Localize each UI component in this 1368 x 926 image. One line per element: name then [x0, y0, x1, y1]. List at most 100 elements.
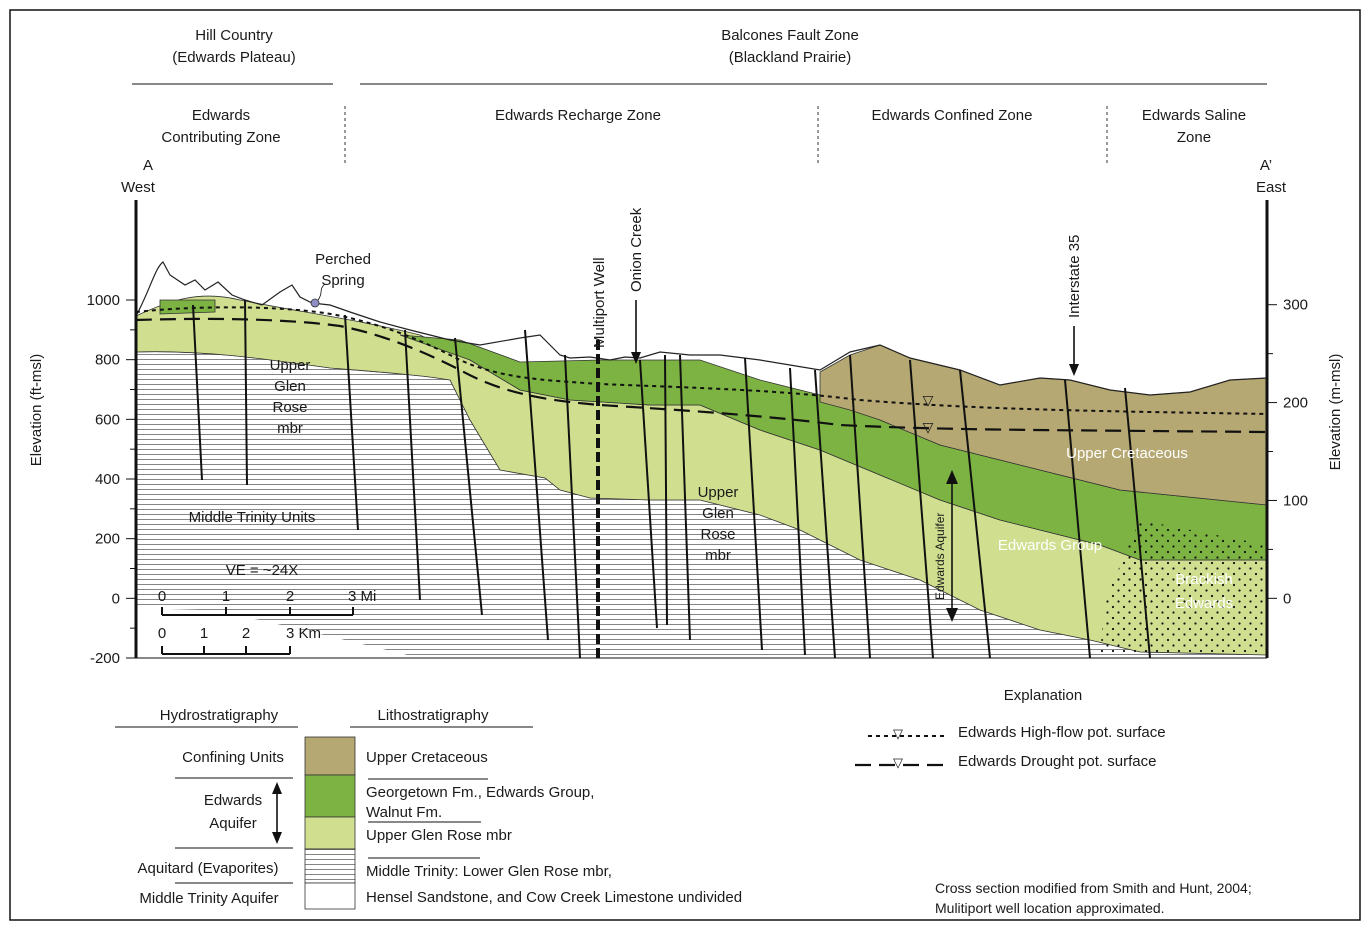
confined-zone-label: Edwards Confined Zone [872, 107, 1033, 124]
brackish-edwards-zone [1100, 520, 1267, 655]
drought-legend-label: Edwards Drought pot. surface [958, 753, 1156, 770]
high-flow-surface-line [136, 306, 1267, 415]
right-tick-label: 200 [1283, 395, 1308, 412]
edwards-aquifer-legend-2: Aquifer [209, 815, 257, 832]
perched-spring-leader [317, 283, 326, 301]
edwards-aquifer-legend-1: Edwards [204, 792, 262, 809]
svg-text:Glen: Glen [274, 378, 306, 395]
legend-georgetown-1: Georgetown Fm., Edwards Group, [366, 784, 594, 801]
middle-trinity-aquifer-label: Middle Trinity Aquifer [139, 890, 278, 907]
legend-arrow-down [272, 832, 282, 844]
left-tick-label: 1000 [87, 292, 120, 309]
right-axis-title: Elevation (m-msl) [1327, 354, 1344, 471]
edwards-group-section-label: Edwards Group [998, 537, 1102, 554]
svg-text:mbr: mbr [277, 420, 303, 437]
onion-creek-arrowhead [631, 352, 641, 364]
mile-tick-0: 0 [158, 588, 166, 605]
high-flow-legend-label: Edwards High-flow pot. surface [958, 724, 1166, 741]
west-letter: A [143, 157, 153, 174]
swatch-edwards-group [304, 774, 356, 818]
upper-cretaceous-section-label: Upper Cretaceous [1066, 445, 1188, 462]
km-tick-2: 2 [242, 625, 250, 642]
legend-georgetown-2: Walnut Fm. [366, 804, 442, 821]
confining-units-label: Confining Units [182, 749, 284, 766]
lithostratigraphy-header: Lithostratigraphy [378, 707, 489, 724]
legend-upper-cretaceous: Upper Cretaceous [366, 749, 488, 766]
svg-text:mbr: mbr [705, 547, 731, 564]
east-label: East [1256, 179, 1287, 196]
drought-legend-triangle: ▽ [893, 755, 903, 770]
mile-scale-ticks [161, 607, 354, 615]
explanation-title: Explanation [1004, 687, 1082, 704]
km-tick-1: 1 [200, 625, 208, 642]
legend-upper-glen-rose: Upper Glen Rose mbr [366, 827, 512, 844]
west-label: West [121, 179, 156, 196]
saline-zone-label-1: Edwards Saline [1142, 107, 1246, 124]
vertical-exaggeration: VE = ~24X [226, 562, 299, 579]
aquitard-label: Aquitard (Evaporites) [138, 860, 279, 877]
east-letter: A’ [1260, 157, 1272, 174]
perched-spring-label-2: Spring [321, 272, 364, 289]
onion-creek-label: Onion Creek [628, 207, 645, 292]
left-tick-label: 200 [95, 531, 120, 548]
interstate-label: Interstate 35 [1066, 235, 1083, 318]
brackish-label-1: Brackish [1175, 571, 1233, 588]
km-scale-ticks [161, 646, 291, 654]
brackish-label-2: Edwards [1175, 595, 1233, 612]
blackland-label: (Blackland Prairie) [729, 49, 852, 66]
swatch-middle-trinity [304, 882, 356, 910]
contributing-zone-label-1: Edwards [192, 107, 250, 124]
upper-glen-rose-label-1: Upper Glen Rose mbr [270, 357, 311, 437]
left-tick-label: -200 [90, 650, 120, 667]
km-tick-0: 0 [158, 625, 166, 642]
multiport-well-label: Multiport Well [591, 257, 608, 348]
edwards-aquifer-arrowhead-up [946, 470, 958, 484]
edwards-aquifer-arrowhead-down [946, 608, 958, 622]
mile-tick-3: 3 Mi [348, 588, 376, 605]
credit-line-2: Mulitiport well location approximated. [935, 900, 1165, 916]
right-tick-label: 0 [1283, 590, 1291, 607]
figure-border [9, 9, 1361, 921]
swatch-lower-glen-rose [304, 848, 356, 884]
balcones-label: Balcones Fault Zone [721, 27, 859, 44]
contributing-zone-label-2: Contributing Zone [161, 129, 280, 146]
high-flow-legend-triangle: ▽ [893, 726, 903, 741]
svg-text:Upper: Upper [270, 357, 311, 374]
svg-text:Rose: Rose [700, 526, 735, 543]
edwards-aquifer-label: Edwards Aquifer [933, 513, 947, 600]
left-tick-label: 0 [112, 590, 120, 607]
recharge-zone-label: Edwards Recharge Zone [495, 107, 661, 124]
legend-middle-trinity-1: Middle Trinity: Lower Glen Rose mbr, [366, 863, 612, 880]
perched-spring-marker [310, 298, 320, 308]
saline-zone-label-2: Zone [1177, 129, 1211, 146]
interstate-arrowhead [1069, 364, 1079, 376]
ground-surface [136, 261, 1267, 396]
left-tick-label: 400 [95, 471, 120, 488]
km-tick-3: 3 Km [286, 625, 321, 642]
swatch-upper-cretaceous [304, 736, 356, 776]
mile-tick-2: 2 [286, 588, 294, 605]
hydrostratigraphy-header: Hydrostratigraphy [160, 707, 279, 724]
svg-text:Glen: Glen [702, 505, 734, 522]
drought-marker: ▽ [923, 419, 934, 435]
legend-arrow-up [272, 782, 282, 794]
right-tick-label: 100 [1283, 492, 1308, 509]
svg-text:Rose: Rose [272, 399, 307, 416]
faults [192, 299, 1151, 658]
swatch-upper-glen-rose [304, 816, 356, 850]
legend-middle-trinity-2: Hensel Sandstone, and Cow Creek Limeston… [366, 889, 742, 906]
mile-tick-1: 1 [222, 588, 230, 605]
svg-text:Upper: Upper [698, 484, 739, 501]
perched-spring-label-1: Perched [315, 251, 371, 268]
left-tick-label: 600 [95, 411, 120, 428]
right-tick-label: 300 [1283, 297, 1308, 314]
edwards-plateau-label: (Edwards Plateau) [172, 49, 295, 66]
cross-section-body [136, 200, 1267, 658]
hill-country-label: Hill Country [195, 27, 273, 44]
middle-trinity-units-label: Middle Trinity Units [189, 509, 316, 526]
right-axis-ticks: 300 200 100 0 [1267, 297, 1308, 607]
left-axis-title: Elevation (ft-msl) [28, 354, 45, 467]
